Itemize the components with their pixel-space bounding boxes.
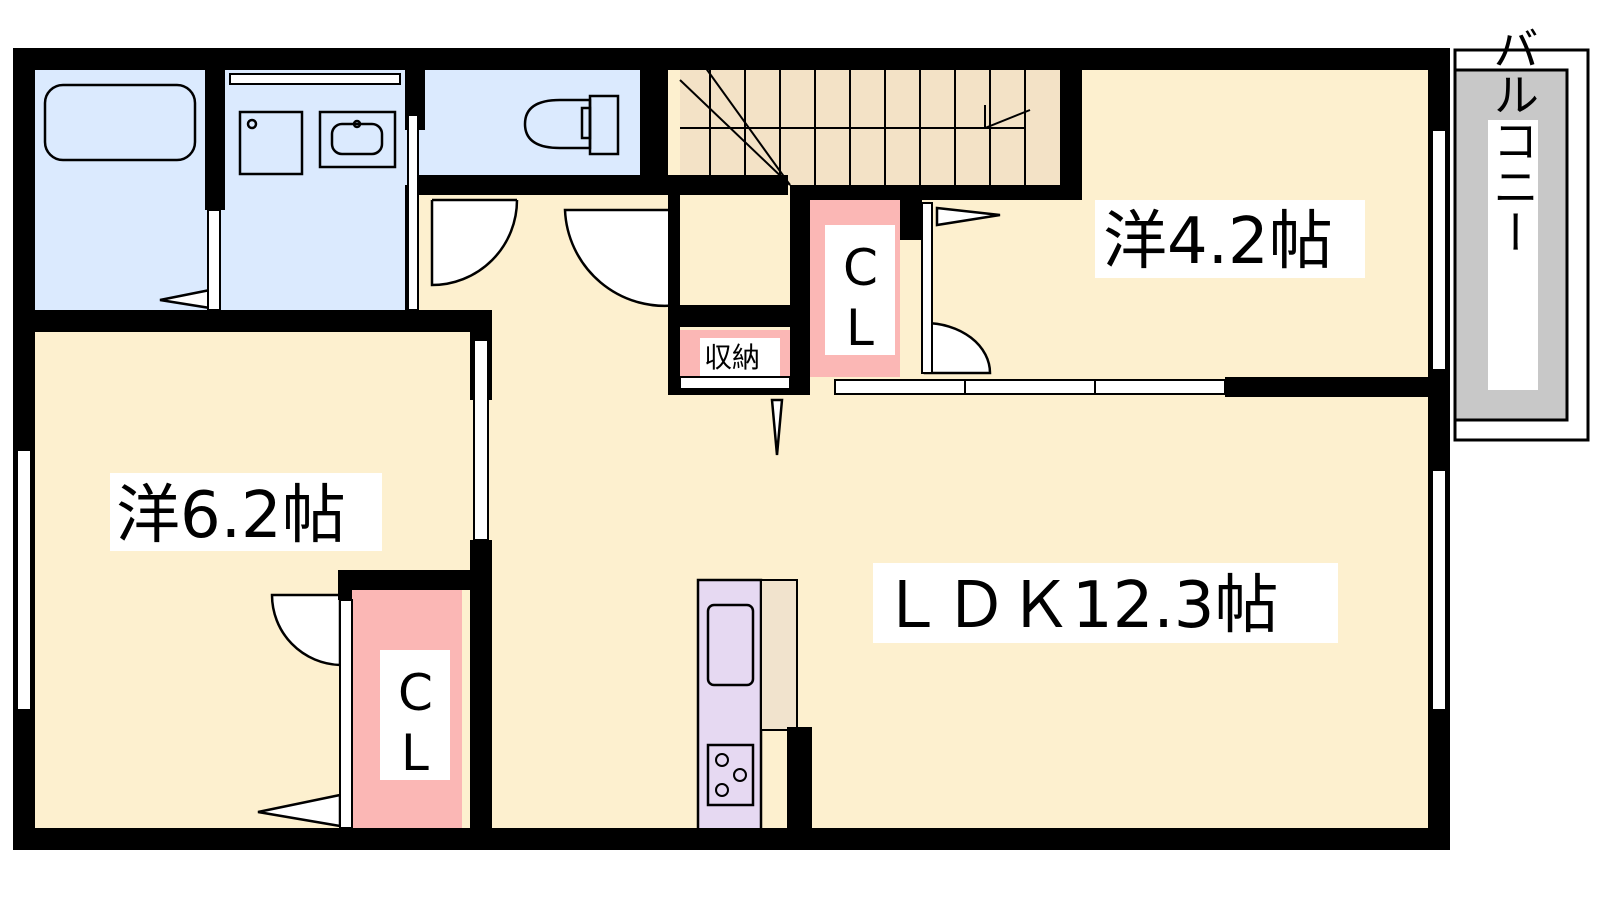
burner-icon	[733, 768, 747, 782]
closet-2-label-top: C	[398, 664, 433, 722]
burner-icon	[715, 783, 729, 797]
room-label-western-4_2: 洋4.2帖	[1103, 205, 1333, 279]
stairs	[679, 59, 1031, 186]
fixtures	[43, 83, 620, 176]
room-label-ldk: ＬＤＫ12.3帖	[880, 569, 1279, 643]
balcony-label-box	[1488, 120, 1538, 390]
sliding-door-4_2	[834, 379, 1226, 395]
kitchen	[696, 578, 798, 835]
label-bg-6_2	[110, 473, 382, 551]
door-frame-closet-1	[921, 202, 933, 374]
hall-door	[563, 208, 680, 308]
toilet-floor	[415, 60, 640, 185]
room-label-western-6_2: 洋6.2帖	[116, 479, 346, 553]
closet-1-door-bottom	[923, 321, 992, 375]
kitchen-sink	[706, 603, 755, 687]
window-6_2-left	[16, 449, 32, 711]
closet-1-label-bottom: L	[846, 299, 874, 357]
label-bg-storage	[700, 338, 780, 376]
bathtub	[43, 83, 197, 162]
balcony	[1453, 48, 1590, 442]
door-frame-closet-2	[339, 599, 353, 829]
labels: 洋4.2帖 洋6.2帖 ＬＤＫ12.3帖 C L C L 収納 バルコニー	[110, 25, 1540, 782]
window-ldk-right	[1431, 469, 1447, 711]
walls	[13, 48, 1450, 850]
burner-icon	[715, 753, 729, 767]
label-bg-cl1	[825, 225, 895, 355]
doors	[159, 198, 1001, 828]
sliding-door-6_2	[473, 339, 489, 541]
stairs-floor	[680, 60, 1060, 185]
label-bg-4_2	[1095, 200, 1365, 278]
openings	[16, 73, 1447, 829]
closet-2-label-bottom: L	[401, 724, 429, 782]
storage-label: 収納	[704, 341, 760, 374]
bath-floor	[25, 60, 215, 310]
kitchen-back-counter	[760, 579, 798, 731]
wash-basin	[318, 110, 397, 169]
toilet-bowl	[523, 98, 592, 150]
door-frame-bath	[207, 209, 221, 311]
closet-1-label-top: C	[843, 239, 878, 297]
window-4_2-right	[1431, 129, 1447, 371]
door-frame-storage	[679, 376, 791, 390]
balcony-label: バルコニー	[1486, 25, 1540, 255]
washing-machine	[238, 110, 304, 176]
sliding-door-wash	[407, 114, 419, 311]
stove	[706, 743, 755, 807]
toilet-door	[430, 199, 519, 287]
label-bg-cl2	[380, 650, 450, 780]
storage-door	[770, 398, 784, 456]
window-bath-wash	[229, 73, 401, 85]
closet-1-door-top	[935, 206, 1001, 227]
closet-2-door-top	[270, 593, 342, 667]
label-bg-ldk	[873, 563, 1338, 643]
washroom-floor	[215, 60, 415, 310]
